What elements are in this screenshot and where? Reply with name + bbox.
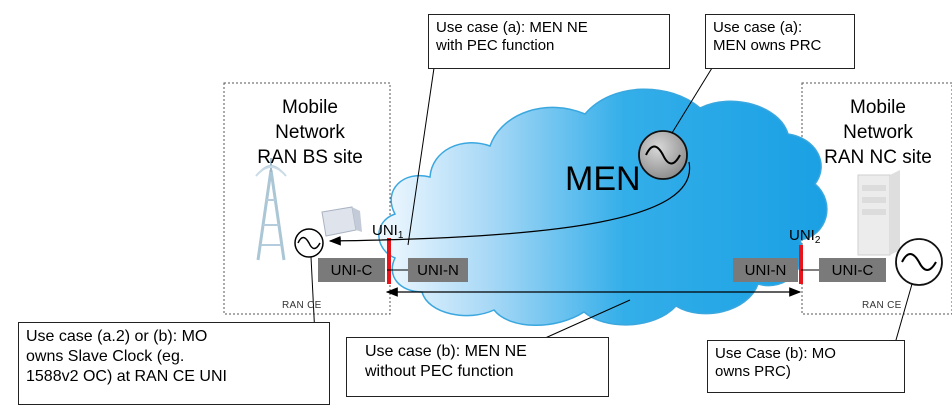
ran-ce-right-label: RAN CE bbox=[862, 300, 902, 311]
mo-prc-clock-icon bbox=[895, 238, 943, 286]
ran-ce-left-label: RAN CE bbox=[282, 300, 322, 311]
men-prc-clock-icon bbox=[638, 130, 688, 180]
uni1-label: UNI1 bbox=[372, 222, 404, 241]
men-cloud bbox=[378, 88, 828, 326]
bs-site-label: Mobile Network RAN BS site bbox=[257, 97, 363, 168]
callout-mo-slave-clock: Use case (a.2) or (b): MO owns Slave Clo… bbox=[18, 322, 330, 405]
leader-pec-ne bbox=[407, 67, 435, 246]
server-rack-icon bbox=[857, 170, 900, 256]
callout-mo-owns-prc: Use Case (b): MO owns PRC) bbox=[707, 340, 905, 393]
radio-tower-icon bbox=[255, 158, 287, 261]
leader-men-prc bbox=[671, 67, 713, 134]
base-station-equipment-icon bbox=[321, 206, 362, 237]
uni-n-right-box: UNI-N bbox=[733, 258, 798, 282]
timing-flow-arrow bbox=[328, 161, 691, 246]
leader-no-pec-ne bbox=[542, 299, 631, 340]
callout-men-ne-without-pec: Use case (b): MEN NE without PEC functio… bbox=[346, 337, 609, 397]
uni2-label: UNI2 bbox=[789, 227, 821, 246]
nc-site-box bbox=[801, 82, 952, 315]
uni-c-right-box: UNI-C bbox=[819, 258, 886, 282]
callout-men-owns-prc: Use case (a): MEN owns PRC bbox=[705, 14, 855, 69]
callout-men-ne-with-pec: Use case (a): MEN NE with PEC function bbox=[428, 14, 670, 69]
men-cloud-label: MEN bbox=[565, 160, 641, 198]
slave-clock-icon bbox=[294, 228, 324, 258]
bs-site-box bbox=[223, 82, 391, 315]
nc-site-label: Mobile Network RAN NC site bbox=[824, 97, 932, 168]
uni-n-left-box: UNI-N bbox=[408, 258, 468, 282]
uni-c-left-box: UNI-C bbox=[318, 258, 385, 282]
